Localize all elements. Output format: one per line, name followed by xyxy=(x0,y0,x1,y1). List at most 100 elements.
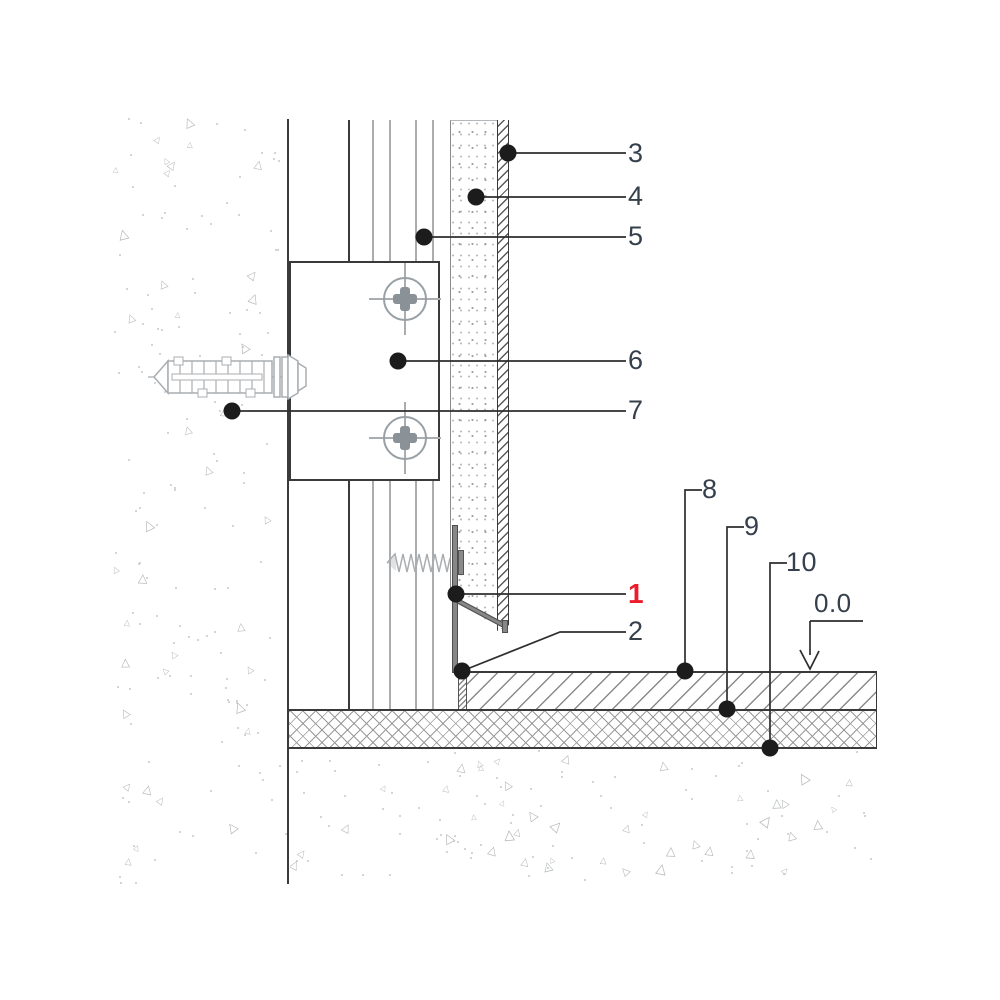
texture-dot xyxy=(440,834,443,837)
callout-7-label: 7 xyxy=(628,395,644,425)
dot-3 xyxy=(499,144,517,162)
texture-dot xyxy=(561,776,564,778)
texture-dot xyxy=(140,370,143,373)
texture-dot xyxy=(584,879,587,882)
texture-dot xyxy=(528,875,531,878)
texture-dot xyxy=(150,308,153,311)
texture-dot xyxy=(115,551,118,554)
texture-dot xyxy=(561,770,564,773)
texture-dot xyxy=(170,484,173,487)
callout-5-label: 5 xyxy=(628,221,644,251)
texture-dot xyxy=(238,175,241,178)
texture-dot xyxy=(509,821,512,824)
texture-dot xyxy=(188,636,191,639)
texture-dot xyxy=(186,418,189,421)
texture-dot xyxy=(272,158,275,161)
texture-dot xyxy=(483,802,486,805)
texture-dot xyxy=(129,687,132,690)
texture-dot xyxy=(260,353,263,356)
texture-dot xyxy=(220,741,223,744)
texture-dot xyxy=(863,814,866,817)
texture-dot xyxy=(220,652,223,655)
texture-dot xyxy=(436,838,439,841)
texture-dot xyxy=(378,764,381,767)
phillips-cross xyxy=(400,287,410,311)
texture-dot xyxy=(740,761,743,764)
callout-2-label: 2 xyxy=(628,616,644,646)
texture-dot xyxy=(279,764,282,767)
texture-dot xyxy=(138,562,141,565)
texture-dot xyxy=(160,329,163,332)
texture-dot xyxy=(237,727,240,730)
texture-dot xyxy=(150,344,153,347)
dot-2 xyxy=(453,662,471,680)
texture-dot xyxy=(127,458,130,461)
texture-dot xyxy=(225,201,228,204)
texture-dot xyxy=(142,213,145,216)
dot-4 xyxy=(467,188,485,206)
texture-dot xyxy=(199,355,202,358)
texture-dot xyxy=(218,409,221,412)
texture-dot xyxy=(173,184,176,187)
texture-dot xyxy=(225,678,228,681)
texture-dot xyxy=(178,625,181,628)
texture-dot xyxy=(245,703,248,706)
texture-dot xyxy=(121,796,124,799)
texture-dot xyxy=(751,865,754,868)
insulation-layer xyxy=(450,120,497,628)
texture-dot xyxy=(284,833,287,836)
texture-dot xyxy=(242,482,245,485)
texture-dot xyxy=(209,223,212,226)
texture-dot xyxy=(745,849,748,852)
texture-dot xyxy=(479,844,482,847)
texture-dot xyxy=(267,332,270,335)
texture-dot xyxy=(254,851,257,854)
texture-dot xyxy=(225,687,228,690)
texture-dot xyxy=(132,612,135,615)
callout-4-label: 4 xyxy=(628,181,644,211)
texture-dot xyxy=(737,764,740,767)
fixing-screw-icon xyxy=(386,552,451,573)
texture-dot xyxy=(701,860,704,863)
texture-dot xyxy=(438,818,441,821)
texture-dot xyxy=(119,875,122,878)
texture-dot xyxy=(745,823,748,826)
texture-dot xyxy=(452,840,455,843)
texture-dot xyxy=(787,832,790,835)
texture-dot xyxy=(245,309,248,312)
texture-dot xyxy=(265,443,268,446)
outer-board-layer xyxy=(497,120,509,631)
texture-dot xyxy=(213,631,216,634)
texture-dot xyxy=(216,460,219,463)
leader-9 xyxy=(726,526,744,709)
texture-dot xyxy=(459,775,462,778)
texture-dot xyxy=(130,722,133,725)
texture-dot xyxy=(691,797,694,800)
texture-dot xyxy=(174,487,177,490)
dot-8 xyxy=(676,662,694,680)
texture-dot xyxy=(475,794,478,797)
callout-9-label: 9 xyxy=(744,511,760,541)
texture-dot xyxy=(781,815,784,818)
texture-dot xyxy=(132,186,135,189)
callout-10-label: 10 xyxy=(786,547,818,577)
texture-dot xyxy=(457,840,460,843)
texture-dot xyxy=(340,874,343,877)
perimeter-edge-strip xyxy=(458,673,467,710)
texture-dot xyxy=(172,642,175,645)
slab-bottom-line xyxy=(289,747,877,749)
texture-dot xyxy=(146,577,149,580)
texture-dot xyxy=(201,214,203,217)
texture-dot xyxy=(216,123,219,126)
texture-dot xyxy=(117,371,120,374)
texture-dot xyxy=(226,587,229,590)
texture-dot xyxy=(303,792,306,795)
texture-dot xyxy=(264,678,267,681)
texture-dot xyxy=(239,333,242,336)
texture-dot xyxy=(192,278,195,281)
texture-dot xyxy=(164,390,167,393)
texture-dot xyxy=(278,159,281,162)
phillips-cross xyxy=(400,426,410,450)
